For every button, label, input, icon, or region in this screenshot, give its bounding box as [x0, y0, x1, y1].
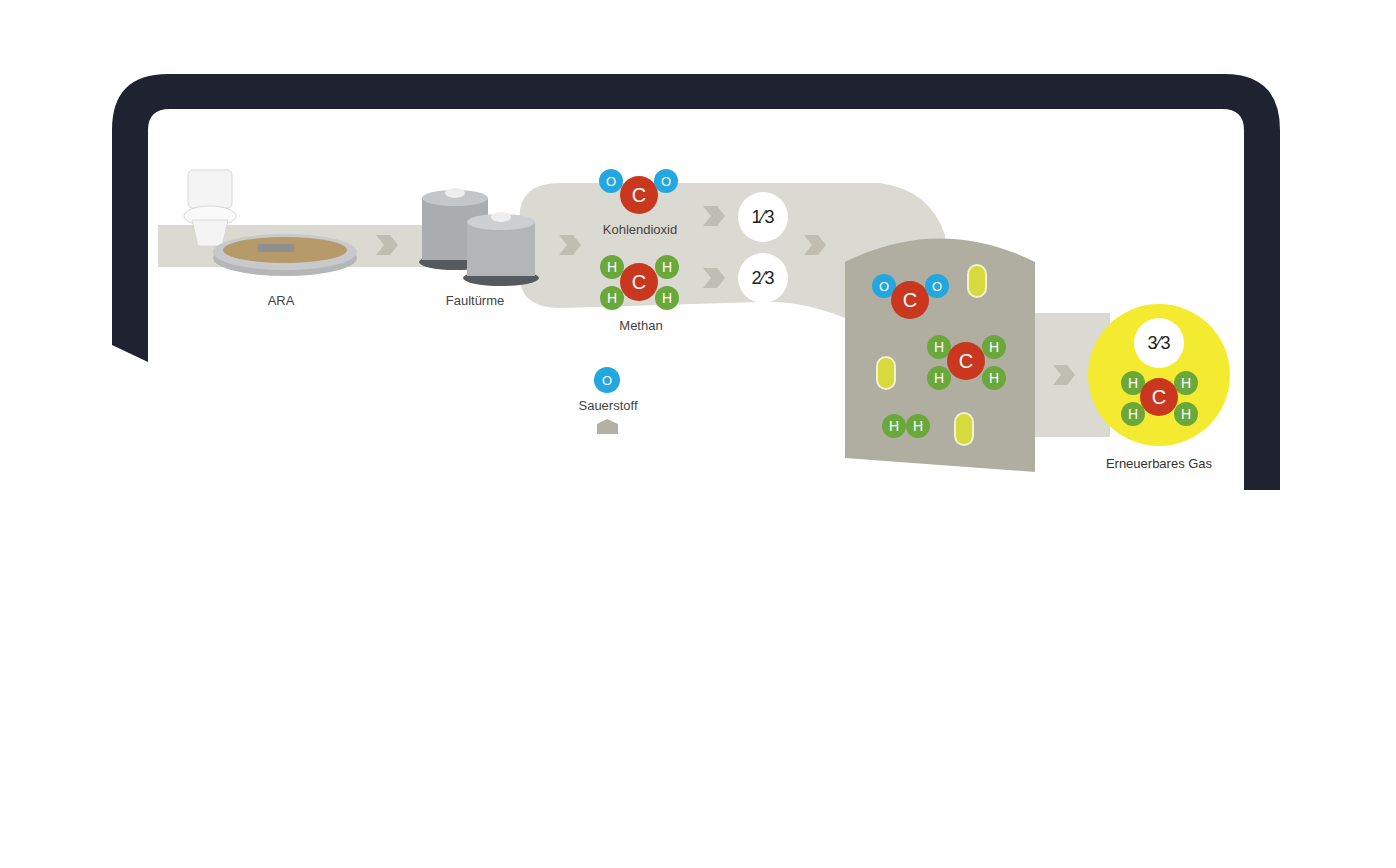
- oxygen-icon: [597, 419, 618, 434]
- hydrogen-atom: H: [1174, 402, 1198, 426]
- atom-symbol: H: [913, 419, 923, 433]
- renewable-gas-disc: [1088, 304, 1230, 446]
- fraction-circle: 3⁄3: [1134, 318, 1184, 368]
- caption-label: Methan: [619, 318, 662, 333]
- atom-symbol: C: [959, 351, 973, 371]
- fraction: 1⁄3: [751, 208, 774, 226]
- reactor: [845, 239, 1035, 473]
- atom-symbol: O: [661, 175, 671, 188]
- atom-symbol: H: [934, 340, 944, 354]
- caption-label: ARA: [268, 293, 295, 308]
- oxygen-atom: O: [925, 274, 949, 298]
- atom-symbol: H: [1181, 407, 1191, 421]
- atom-symbol: C: [1152, 387, 1166, 407]
- oxygen-atom: O: [599, 169, 623, 193]
- hydrogen-atom: H: [982, 366, 1006, 390]
- atom-symbol: H: [989, 340, 999, 354]
- fraction-circle: 1⁄3: [738, 192, 788, 242]
- hydrogen-atom: H: [600, 286, 624, 310]
- atom-symbol: H: [1128, 376, 1138, 390]
- hydrogen-atom: H: [882, 414, 906, 438]
- hydrogen-atom: H: [655, 255, 679, 279]
- atom-symbol: H: [1128, 407, 1138, 421]
- atom-symbol: H: [934, 371, 944, 385]
- atom-symbol: O: [606, 175, 616, 188]
- atom-symbol: H: [607, 260, 617, 274]
- atom-symbol: C: [632, 272, 646, 292]
- caption-label: Faultürme: [446, 293, 505, 308]
- oxygen-atom: O: [654, 169, 678, 193]
- microorganisms: [877, 265, 986, 445]
- clarifier: [213, 234, 357, 276]
- carbon-atom: C: [947, 342, 985, 380]
- oxygen-atom: O: [594, 367, 620, 393]
- atom-symbol: O: [932, 280, 942, 293]
- tablet-frame: [112, 74, 1280, 490]
- hydrogen-atom: H: [655, 286, 679, 310]
- toilet: [184, 170, 236, 246]
- atom-symbol: O: [879, 280, 889, 293]
- atom-symbol: H: [989, 371, 999, 385]
- atom-symbol: H: [607, 291, 617, 305]
- atom-symbol: C: [903, 290, 917, 310]
- carbon-atom: C: [891, 281, 929, 319]
- atom-symbol: H: [1181, 376, 1191, 390]
- atom-symbol: H: [662, 291, 672, 305]
- hydrogen-atom: H: [906, 414, 930, 438]
- digester-tanks: [419, 188, 539, 286]
- caption-label: Kohlendioxid: [603, 222, 677, 237]
- fraction: 2⁄3: [751, 269, 774, 287]
- carbon-atom: C: [620, 263, 658, 301]
- atom-symbol: H: [662, 260, 672, 274]
- carbon-atom: C: [620, 176, 658, 214]
- hydrogen-atom: H: [1174, 371, 1198, 395]
- renewable-gas-circle: Erneuerbares Gas3⁄3HHCHH: [1088, 304, 1230, 446]
- flow-band: [158, 183, 945, 318]
- node-caption: Erneuerbares Gas: [1106, 457, 1212, 470]
- fraction: 3⁄3: [1147, 334, 1170, 352]
- carbon-atom: C: [1140, 378, 1178, 416]
- atom-symbol: H: [889, 419, 899, 433]
- hydrogen-atom: H: [982, 335, 1006, 359]
- atom-symbol: O: [602, 374, 612, 387]
- hydrogen-atom: H: [927, 366, 951, 390]
- fraction-circle: 2⁄3: [738, 253, 788, 303]
- caption-label: Sauerstoff: [578, 398, 637, 413]
- hydrogen-atom: H: [1121, 402, 1145, 426]
- atom-symbol: C: [632, 185, 646, 205]
